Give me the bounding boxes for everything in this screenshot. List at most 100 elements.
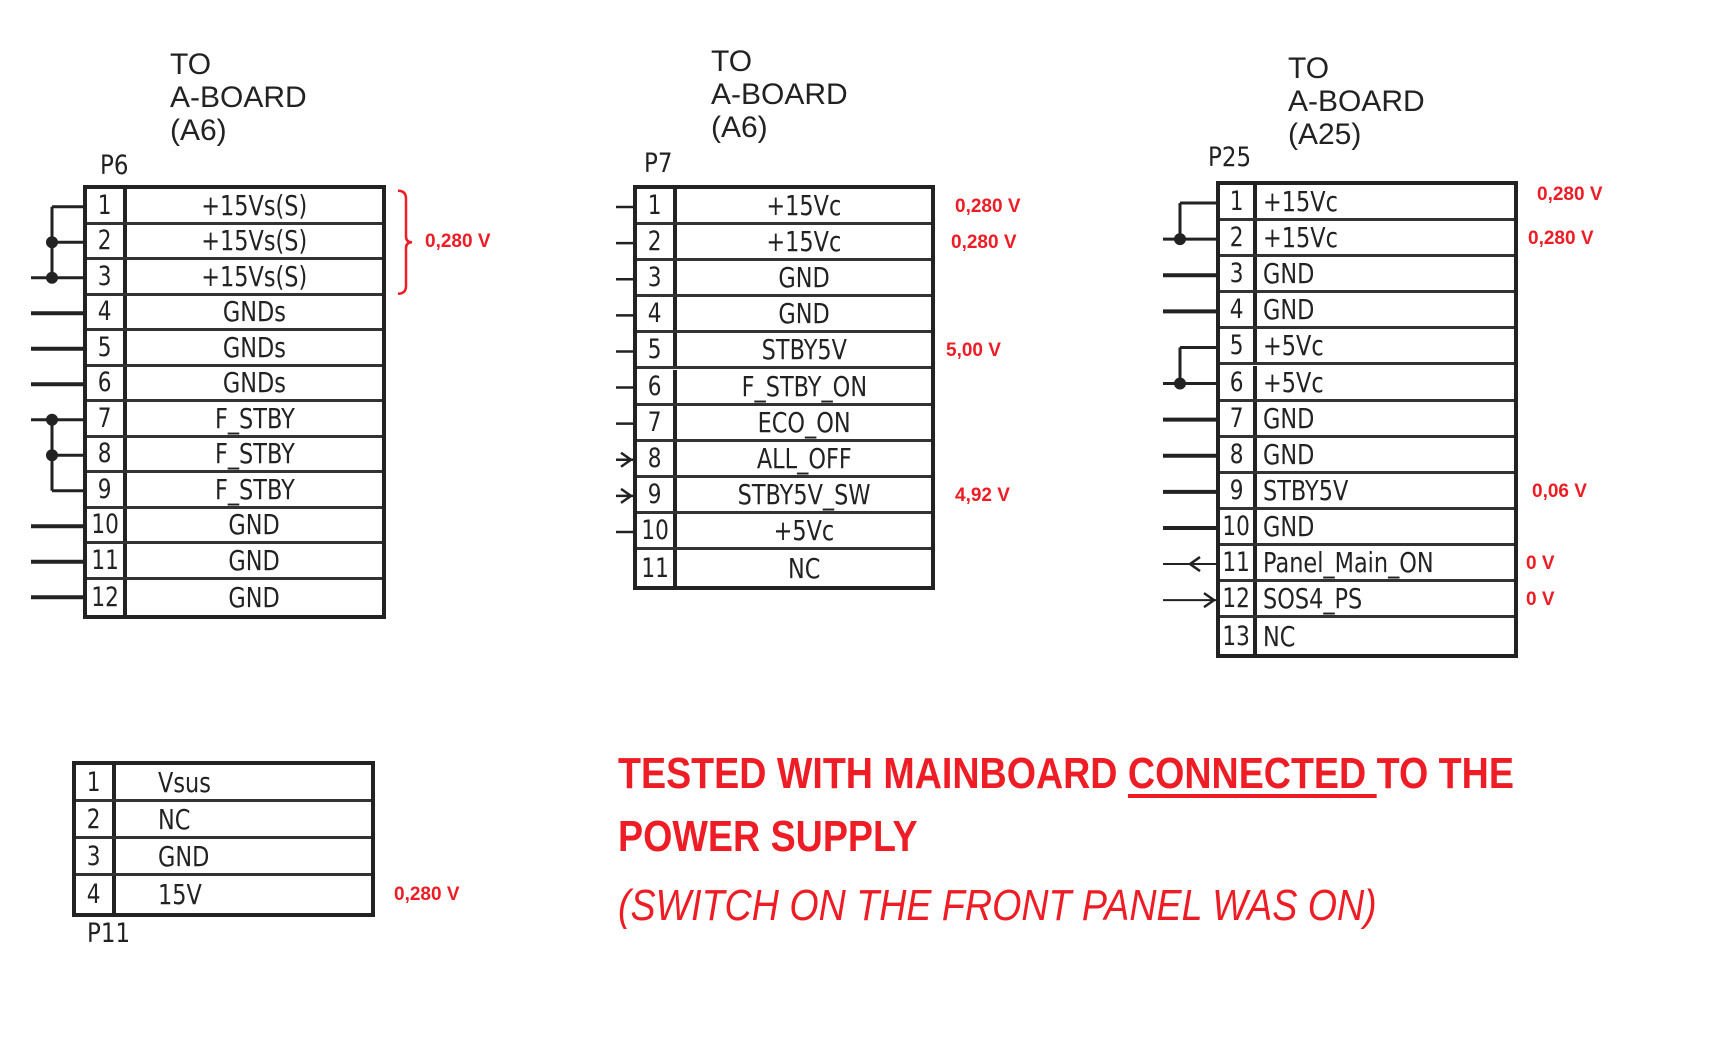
pin-number: 11 [637,550,677,587]
p25-pin-row: 1+15Vc [1220,185,1514,222]
pin-signal-text: +15Vs(S) [201,224,308,258]
pin-number-text: 4 [87,879,101,910]
pin-number-text: 7 [98,402,112,434]
pin-number: 7 [1220,401,1257,435]
pin-signal-text: GND [778,261,830,295]
pin-number-text: 4 [1229,294,1244,326]
pin-signal-name: +15Vs(S) [127,260,382,293]
p25-pin-row: 6 +5Vc [1220,365,1514,402]
pin-signal-text: GND [228,580,281,614]
pin-signal-name: GND [1257,438,1514,471]
pin-signal-name: GND [1257,402,1514,435]
pin-signal-text: GND [1263,293,1315,327]
p11-pin-row: 4 15V [76,876,371,913]
title-line: A-BOARD [711,78,848,111]
arrow-in-icon [620,451,634,468]
p25-pin-row: 4 GND [1220,293,1514,330]
pin-signal-name: +5Vc [1257,329,1514,362]
pin-signal-name: +15Vc [1257,221,1514,254]
pin-signal-name: Vsus [116,765,371,799]
pin-number: 9 [87,473,127,506]
pin-signal-text: GND [1263,437,1315,471]
pin-number-text: 3 [1229,258,1244,290]
pin-number: 8 [1220,437,1257,471]
note-text: TESTED WITH MAINBOARD [618,749,1128,798]
pin-number-text: 1 [648,190,662,222]
pin-number-text: 9 [98,473,112,505]
pin-number: 13 [1220,618,1257,655]
pin-number-text: 3 [87,840,101,872]
pin-signal-name: 15V [116,876,371,913]
pin-signal-text: GND [228,543,281,577]
pin-signal-name: NC [116,802,371,836]
pin-signal-text: 15V [158,878,202,911]
pin-signal-text: GND [1263,401,1315,435]
pin-signal-name: STBY5V [1257,474,1514,507]
pin-number: 4 [1220,293,1257,327]
title-line: (A6) [170,114,227,147]
pin-number: 1 [637,189,677,223]
p25-pin-voltage: 0 V [1526,553,1555,575]
title-line: (A25) [1288,118,1362,151]
pin-number-text: 11 [91,544,119,576]
pin-number: 6 [637,369,677,403]
pin-signal-text: ALL_OFF [756,441,852,475]
pin-number: 12 [1220,582,1257,616]
note-text: TO THE [1376,749,1514,798]
pin-number: 6 [1220,365,1257,399]
pin-signal-name: STBY5V [677,333,931,366]
junction-dot-icon [46,449,58,462]
pin-number-text: 10 [1222,510,1251,542]
p25-pin-voltage: 0,280 V [1537,184,1603,206]
pin-signal-text: GNDs [222,295,287,329]
pin-number: 2 [76,802,116,836]
pin-number-text: 5 [98,331,112,363]
pin-number-text: 2 [1229,222,1244,254]
p7-pin-voltage: 5,00 V [946,340,1001,362]
pin-number: 3 [1220,257,1257,291]
p6-group-voltage: 0,280 V [425,231,491,253]
pin-signal-name: +15Vc [677,225,931,258]
pin-number: 9 [1220,473,1257,507]
pin-signal-text: GND [1263,509,1315,543]
title-line: TO [1288,52,1330,85]
pin-number: 8 [637,441,677,475]
pin-signal-name: GND [677,261,931,294]
pin-number: 3 [87,260,127,293]
pin-number: 2 [1220,221,1257,255]
pin-number-text: 6 [1229,366,1244,398]
pin-number: 1 [76,765,116,799]
title-line: TO [170,48,212,81]
pin-signal-name: +5Vc [1257,366,1514,399]
pin-number-text: 7 [1229,402,1244,434]
pin-signal-text: +15Vc [766,225,842,259]
pin-number: 10 [637,513,677,547]
pin-number-text: 11 [641,552,669,584]
pin-signal-name: +15Vs(S) [127,189,382,222]
pin-number: 3 [76,839,116,873]
junction-dot-icon [1174,233,1186,246]
bracket-icon [397,189,413,295]
p6-pin-row: 3+15Vs(S) [87,260,382,296]
title-line: (A6) [711,111,768,144]
p25-pin-row: 5+5Vc [1220,329,1514,366]
p7-pin-row: 1+15Vc [637,189,931,226]
pin-number-text: 1 [98,189,112,221]
p7-pin-voltage: 0,280 V [951,232,1017,254]
test-note-condition: (SWITCH ON THE FRONT PANEL WAS ON) [618,881,1377,930]
pin-number: 1 [1220,185,1257,219]
